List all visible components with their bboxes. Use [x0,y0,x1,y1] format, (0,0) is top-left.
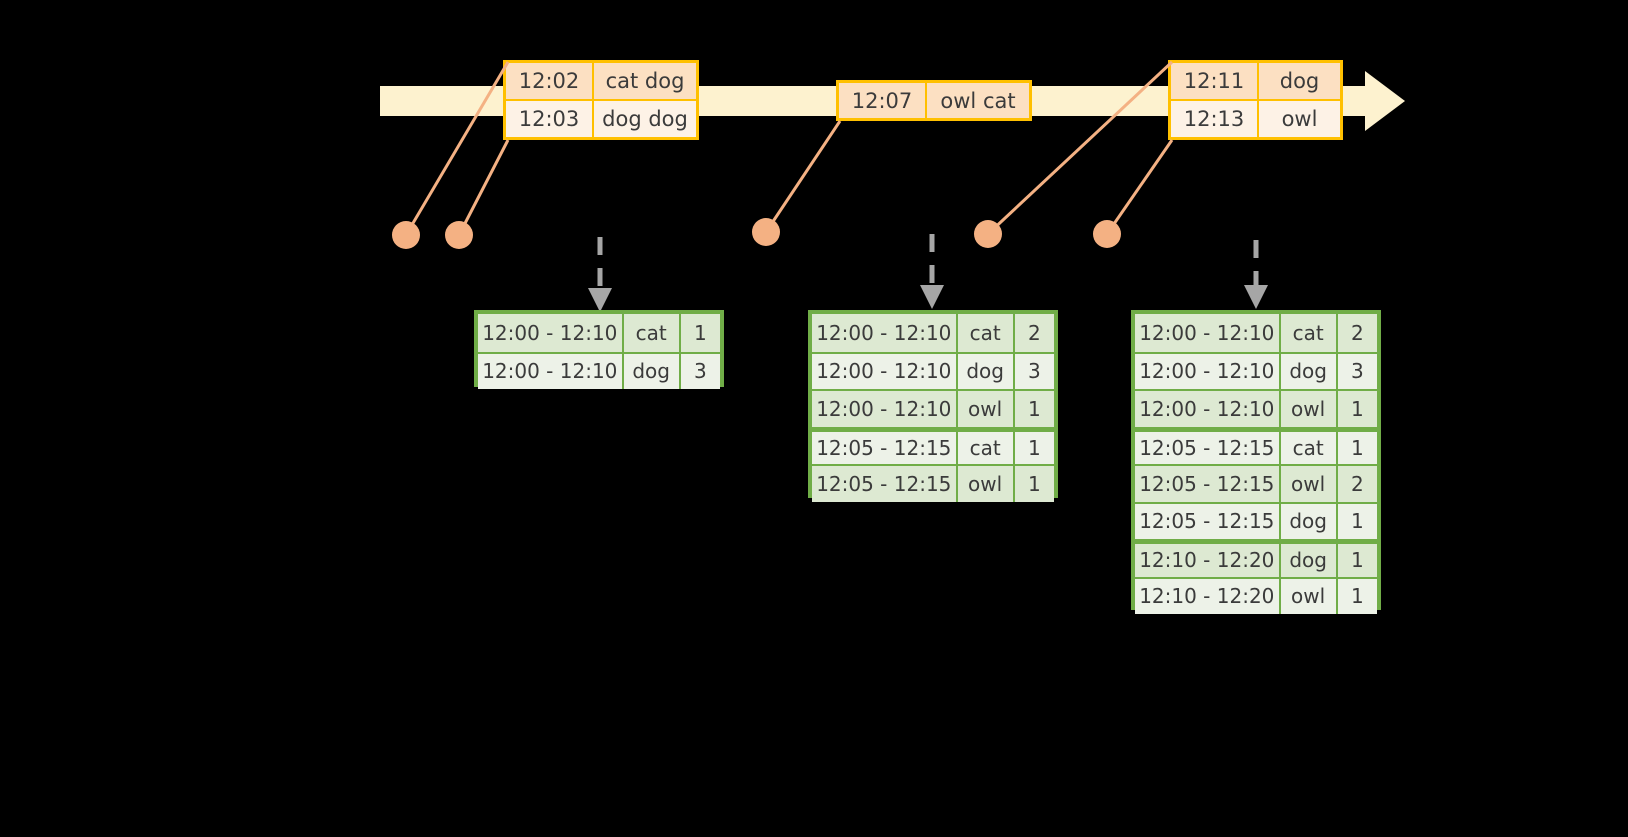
result-table-1[interactable]: 12:00 - 12:10 cat 1 12:00 - 12:10 dog 3 [474,310,724,389]
cell-key: cat [958,314,1015,352]
cell-key: cat [1281,431,1338,464]
cell-window: 12:00 - 12:10 [812,353,958,389]
event-dot [445,221,473,249]
event-group-3[interactable]: 12:11 dog 12:13 owl [1168,60,1343,140]
cell-key: owl [958,391,1015,427]
cell-window: 12:00 - 12:10 [1135,314,1281,352]
cell-count: 1 [693,320,707,345]
cell-window: 12:05 - 12:15 [812,466,958,502]
timeline-arrowhead [1365,71,1405,131]
event-time: 12:02 [506,63,594,99]
event-time: 12:13 [1171,101,1259,137]
cell-window: 12:10 - 12:20 [1135,544,1281,577]
table-row[interactable]: 12:00 - 12:10 cat 2 [1135,314,1377,352]
cell-count: 1 [1350,548,1364,573]
connector-line [764,120,842,233]
cell-key: cat [958,431,1015,464]
connector-line [1105,139,1174,235]
event-time: 12:07 [839,83,927,118]
table-row[interactable]: 12:00 - 12:10 dog 3 [812,351,1054,389]
table-row[interactable]: 12:05 - 12:15 cat 1 [1135,426,1377,464]
event-row[interactable]: 12:07 owl cat [839,83,1029,118]
cell-window: 12:00 - 12:10 [1135,353,1281,389]
flow-arrow-head [1244,285,1268,309]
cell-key: cat [1281,314,1338,352]
cell-window: 12:00 - 12:10 [1135,391,1281,427]
table-row[interactable]: 12:00 - 12:10 dog 3 [1135,351,1377,389]
cell-window: 12:00 - 12:10 [478,353,624,389]
table-row[interactable]: 12:00 - 12:10 dog 3 [478,351,720,389]
table-row[interactable]: 12:10 - 12:20 dog 1 [1135,539,1377,577]
cell-count: 1 [1350,509,1364,534]
event-time: 12:11 [1171,63,1259,99]
cell-window: 12:00 - 12:10 [478,314,624,352]
cell-window: 12:10 - 12:20 [1135,578,1281,614]
table-row[interactable]: 12:05 - 12:15 cat 1 [812,426,1054,464]
table-row[interactable]: 12:05 - 12:15 owl 2 [1135,464,1377,502]
event-value: cat dog [605,69,685,93]
event-dot [974,220,1002,248]
cell-window: 12:05 - 12:15 [1135,466,1281,502]
event-value: owl [1281,107,1318,131]
cell-count: 1 [1027,471,1041,496]
cell-key: dog [958,353,1015,389]
flow-arrow-head [920,285,944,309]
cell-count: 3 [1350,359,1364,384]
table-row[interactable]: 12:00 - 12:10 cat 1 [478,314,720,352]
event-dot [392,221,420,249]
cell-window: 12:00 - 12:10 [812,391,958,427]
table-row[interactable]: 12:10 - 12:20 owl 1 [1135,576,1377,614]
cell-window: 12:05 - 12:15 [1135,503,1281,539]
connector-line [457,139,510,236]
cell-count: 3 [693,359,707,384]
result-table-2[interactable]: 12:00 - 12:10 cat 2 12:00 - 12:10 dog 3 … [808,310,1058,502]
cell-window: 12:05 - 12:15 [1135,431,1281,464]
cell-key: dog [1281,544,1338,577]
event-value: dog [1279,69,1320,93]
cell-count: 1 [1350,584,1364,609]
cell-key: owl [1281,578,1338,614]
cell-key: owl [1281,391,1338,427]
table-row[interactable]: 12:05 - 12:15 dog 1 [1135,501,1377,539]
cell-count: 2 [1350,471,1364,496]
event-dot [1093,220,1121,248]
event-value: dog dog [602,107,688,131]
event-dot [752,218,780,246]
cell-key: dog [1281,503,1338,539]
cell-window: 12:05 - 12:15 [812,431,958,464]
event-group-2[interactable]: 12:07 owl cat [836,80,1032,121]
event-row[interactable]: 12:03 dog dog [506,99,696,137]
result-table-3[interactable]: 12:00 - 12:10 cat 2 12:00 - 12:10 dog 3 … [1131,310,1381,614]
table-row[interactable]: 12:05 - 12:15 owl 1 [812,464,1054,502]
event-row[interactable]: 12:11 dog [1171,63,1340,99]
event-row[interactable]: 12:13 owl [1171,99,1340,137]
cell-count: 1 [1350,435,1364,460]
table-row[interactable]: 12:00 - 12:10 owl 1 [1135,389,1377,427]
cell-count: 1 [1027,435,1041,460]
cell-window: 12:00 - 12:10 [812,314,958,352]
cell-key: owl [1281,466,1338,502]
table-row[interactable]: 12:00 - 12:10 owl 1 [812,389,1054,427]
cell-count: 2 [1350,320,1364,345]
cell-key: owl [958,466,1015,502]
cell-count: 1 [1350,396,1364,421]
table-row[interactable]: 12:00 - 12:10 cat 2 [812,314,1054,352]
cell-count: 2 [1027,320,1041,345]
flow-arrow-head [588,288,612,312]
event-row[interactable]: 12:02 cat dog [506,63,696,99]
cell-key: dog [1281,353,1338,389]
event-group-1[interactable]: 12:02 cat dog 12:03 dog dog [503,60,699,140]
event-time: 12:03 [506,101,594,137]
cell-count: 1 [1027,396,1041,421]
event-value: owl cat [940,88,1016,113]
cell-count: 3 [1027,359,1041,384]
cell-key: dog [624,353,681,389]
cell-key: cat [624,314,681,352]
